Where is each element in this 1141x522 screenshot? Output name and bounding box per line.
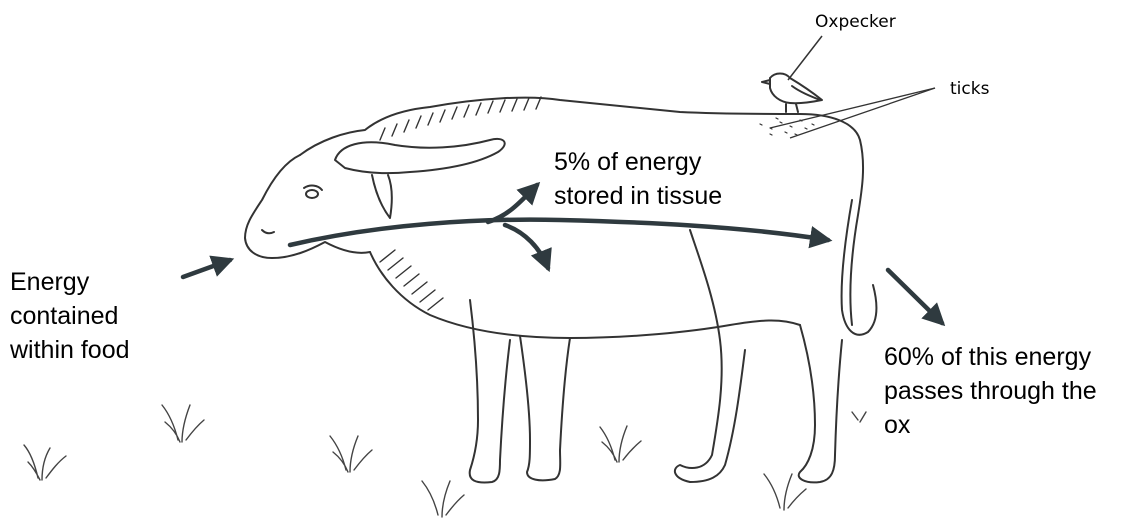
grass-tuft-3 (330, 436, 372, 472)
oxpecker-bird-illustration (762, 74, 822, 113)
label-energy-in-food: Energy contained within food (10, 265, 210, 367)
grass-tuft-5 (600, 426, 641, 462)
arrow-stored-branch (488, 185, 537, 222)
label-oxpecker: Oxpecker (815, 11, 896, 33)
grass-tuft-6 (764, 474, 806, 510)
label-energy-stored: 5% of energy stored in tissue (554, 145, 814, 213)
grass-tuft-2 (162, 405, 204, 442)
grass-tuft-1 (24, 445, 66, 480)
label-energy-passes: 60% of this energy passes through the ox (884, 340, 1139, 442)
label-ticks: ticks (950, 78, 989, 100)
ticks-pointer-line-1 (770, 88, 935, 128)
arrow-loss-branch (505, 225, 548, 268)
arrow-passes-out (888, 270, 942, 323)
grass-tufts (24, 405, 866, 517)
arrow-main-flow (290, 220, 828, 245)
oxpecker-pointer-line (788, 36, 822, 80)
grass-tuft-7 (852, 412, 866, 422)
grass-tuft-4 (422, 481, 464, 517)
